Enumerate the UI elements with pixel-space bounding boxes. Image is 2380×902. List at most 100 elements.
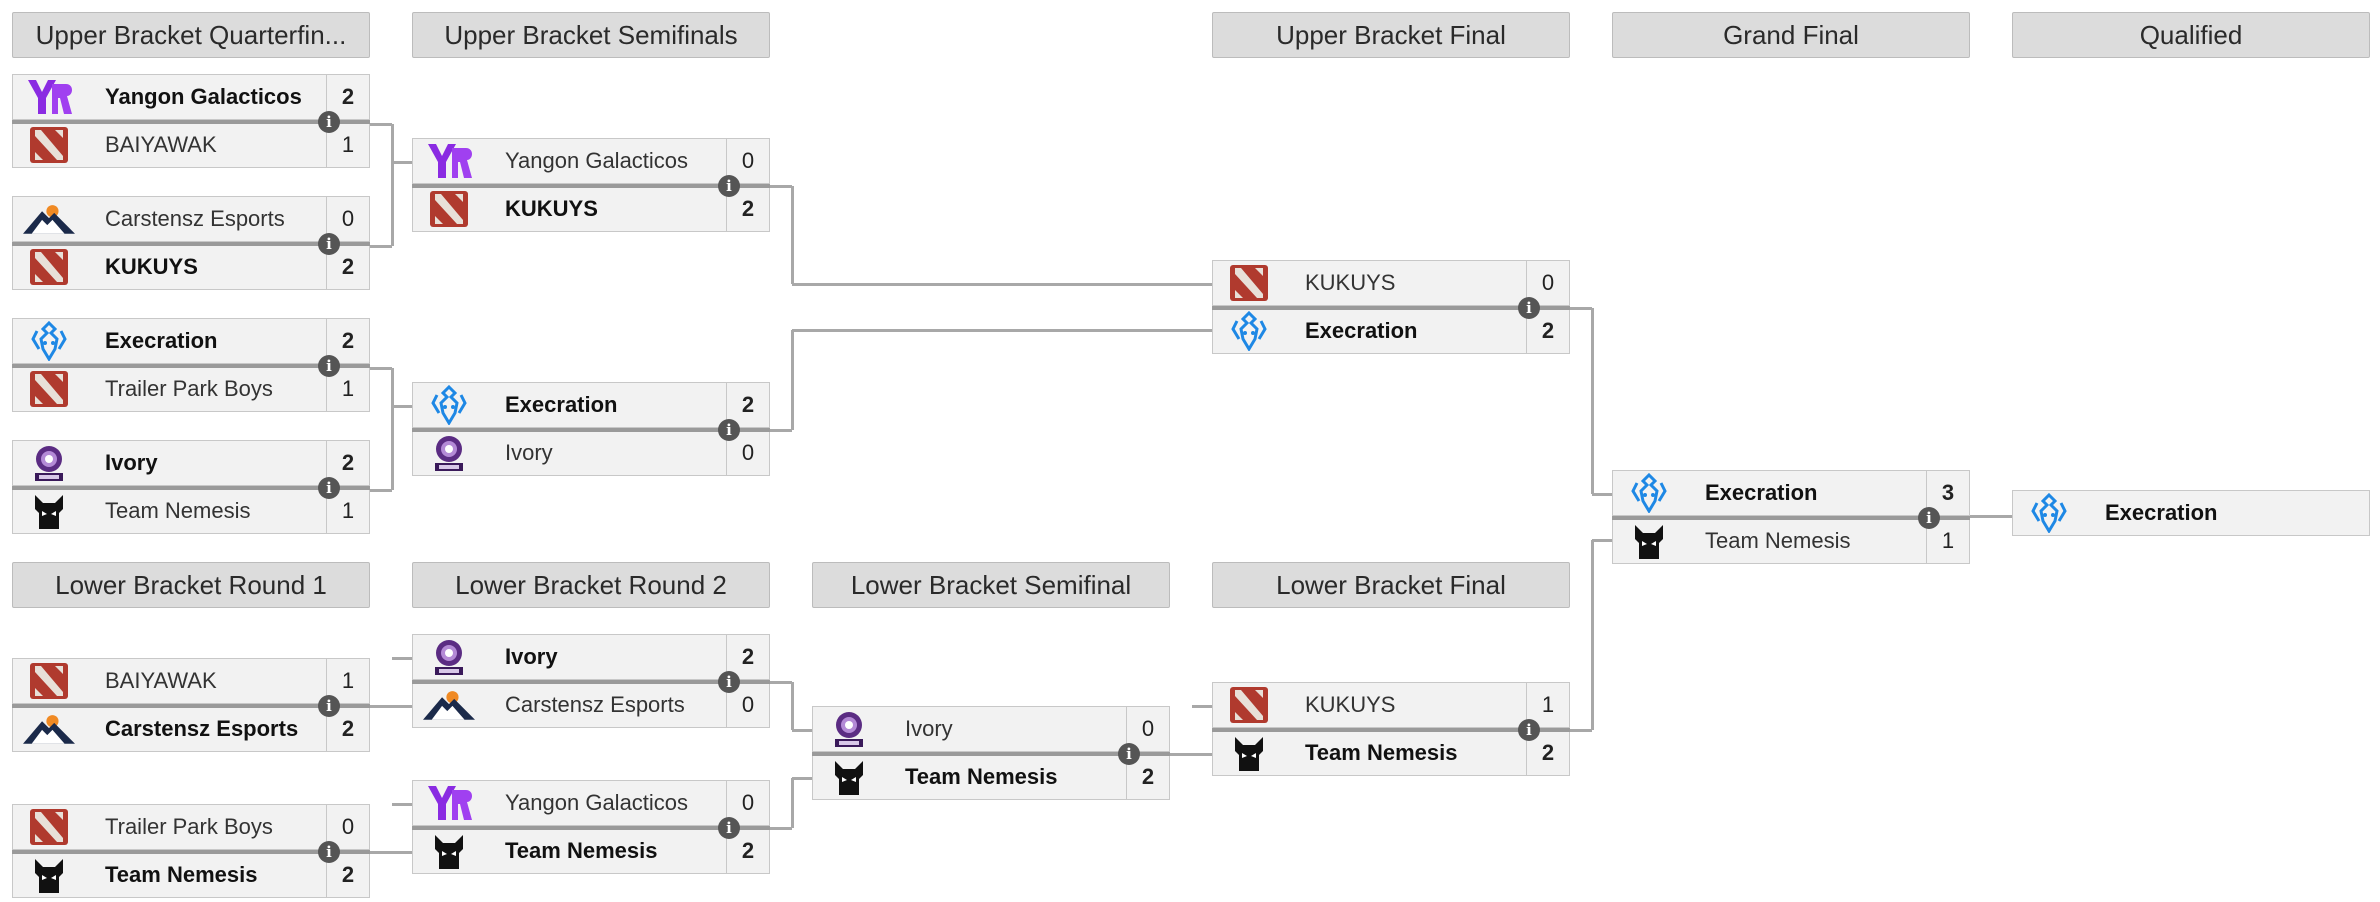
connector-line bbox=[391, 406, 394, 490]
team-name: Team Nemesis bbox=[505, 838, 658, 863]
carstensz-logo-icon bbox=[23, 710, 75, 748]
yangon-logo-icon bbox=[423, 142, 475, 180]
connector-line bbox=[770, 429, 792, 432]
match-info-icon[interactable]: i bbox=[1518, 297, 1540, 319]
nemesis-logo-icon bbox=[1623, 522, 1675, 560]
match-info-icon[interactable]: i bbox=[318, 233, 340, 255]
match-separator bbox=[412, 680, 770, 684]
connector-line bbox=[1970, 515, 2012, 518]
match-info-icon[interactable]: i bbox=[318, 477, 340, 499]
dota-logo-icon bbox=[23, 126, 75, 164]
dota-logo-icon bbox=[23, 370, 75, 408]
team-name: Ivory bbox=[505, 644, 558, 669]
match-info-icon[interactable]: i bbox=[718, 419, 740, 441]
connector-line bbox=[370, 489, 392, 492]
match-separator bbox=[12, 242, 370, 246]
match-separator bbox=[12, 704, 370, 708]
team-name: Trailer Park Boys bbox=[105, 814, 273, 839]
match-info-icon[interactable]: i bbox=[718, 671, 740, 693]
match-info-icon[interactable]: i bbox=[1918, 507, 1940, 529]
header-grand-final: Grand Final bbox=[1612, 12, 1970, 58]
connector-line bbox=[391, 162, 394, 246]
dota-logo-icon bbox=[1223, 264, 1275, 302]
connector-line bbox=[392, 161, 412, 164]
team-name: KUKUYS bbox=[1305, 270, 1396, 295]
ivory-logo-icon bbox=[23, 444, 75, 482]
team-row[interactable]: Team Nemesis 2 bbox=[812, 754, 1170, 800]
header-lower-bracket-semifinal: Lower Bracket Semifinal bbox=[812, 562, 1170, 608]
connector-line bbox=[392, 803, 412, 806]
connector-line bbox=[1592, 539, 1612, 542]
team-score: 2 bbox=[1126, 755, 1169, 799]
team-score: 2 bbox=[326, 707, 369, 751]
match-info-icon[interactable]: i bbox=[718, 175, 740, 197]
team-name: Team Nemesis bbox=[905, 764, 1058, 789]
match-info-icon[interactable]: i bbox=[1118, 743, 1140, 765]
header-upper-bracket-final: Upper Bracket Final bbox=[1212, 12, 1570, 58]
team-name: Execration bbox=[105, 328, 218, 353]
connector-line bbox=[392, 851, 412, 854]
team-score: 2 bbox=[326, 441, 369, 485]
qualified-team-row[interactable]: Execration bbox=[2012, 490, 2370, 536]
qualified-slot: Execration bbox=[2012, 490, 2370, 536]
team-name: Yangon Galacticos bbox=[505, 790, 689, 815]
team-name: KUKUYS bbox=[505, 196, 598, 221]
dota-logo-icon bbox=[23, 662, 75, 700]
match-info-icon[interactable]: i bbox=[318, 355, 340, 377]
team-name: Execration bbox=[505, 392, 618, 417]
dota-logo-icon bbox=[423, 190, 475, 228]
connector-line bbox=[1570, 729, 1592, 732]
nemesis-logo-icon bbox=[423, 832, 475, 870]
match-info-icon[interactable]: i bbox=[318, 111, 340, 133]
dota-logo-icon bbox=[23, 248, 75, 286]
match-info-icon[interactable]: i bbox=[718, 817, 740, 839]
match-info-icon[interactable]: i bbox=[1518, 719, 1540, 741]
match-info-icon[interactable]: i bbox=[318, 695, 340, 717]
header-qualified: Qualified bbox=[2012, 12, 2370, 58]
connector-line bbox=[791, 778, 794, 828]
match-info-icon[interactable]: i bbox=[318, 841, 340, 863]
connector-line bbox=[792, 329, 1212, 332]
team-name: Execration bbox=[1705, 480, 1818, 505]
nemesis-logo-icon bbox=[23, 856, 75, 894]
connector-line bbox=[791, 330, 794, 430]
match-separator bbox=[412, 826, 770, 830]
connector-line bbox=[791, 186, 794, 284]
connector-line bbox=[392, 657, 412, 660]
team-name: Ivory bbox=[905, 716, 953, 741]
execration-logo-icon bbox=[2023, 493, 2075, 533]
connector-line bbox=[391, 368, 394, 406]
